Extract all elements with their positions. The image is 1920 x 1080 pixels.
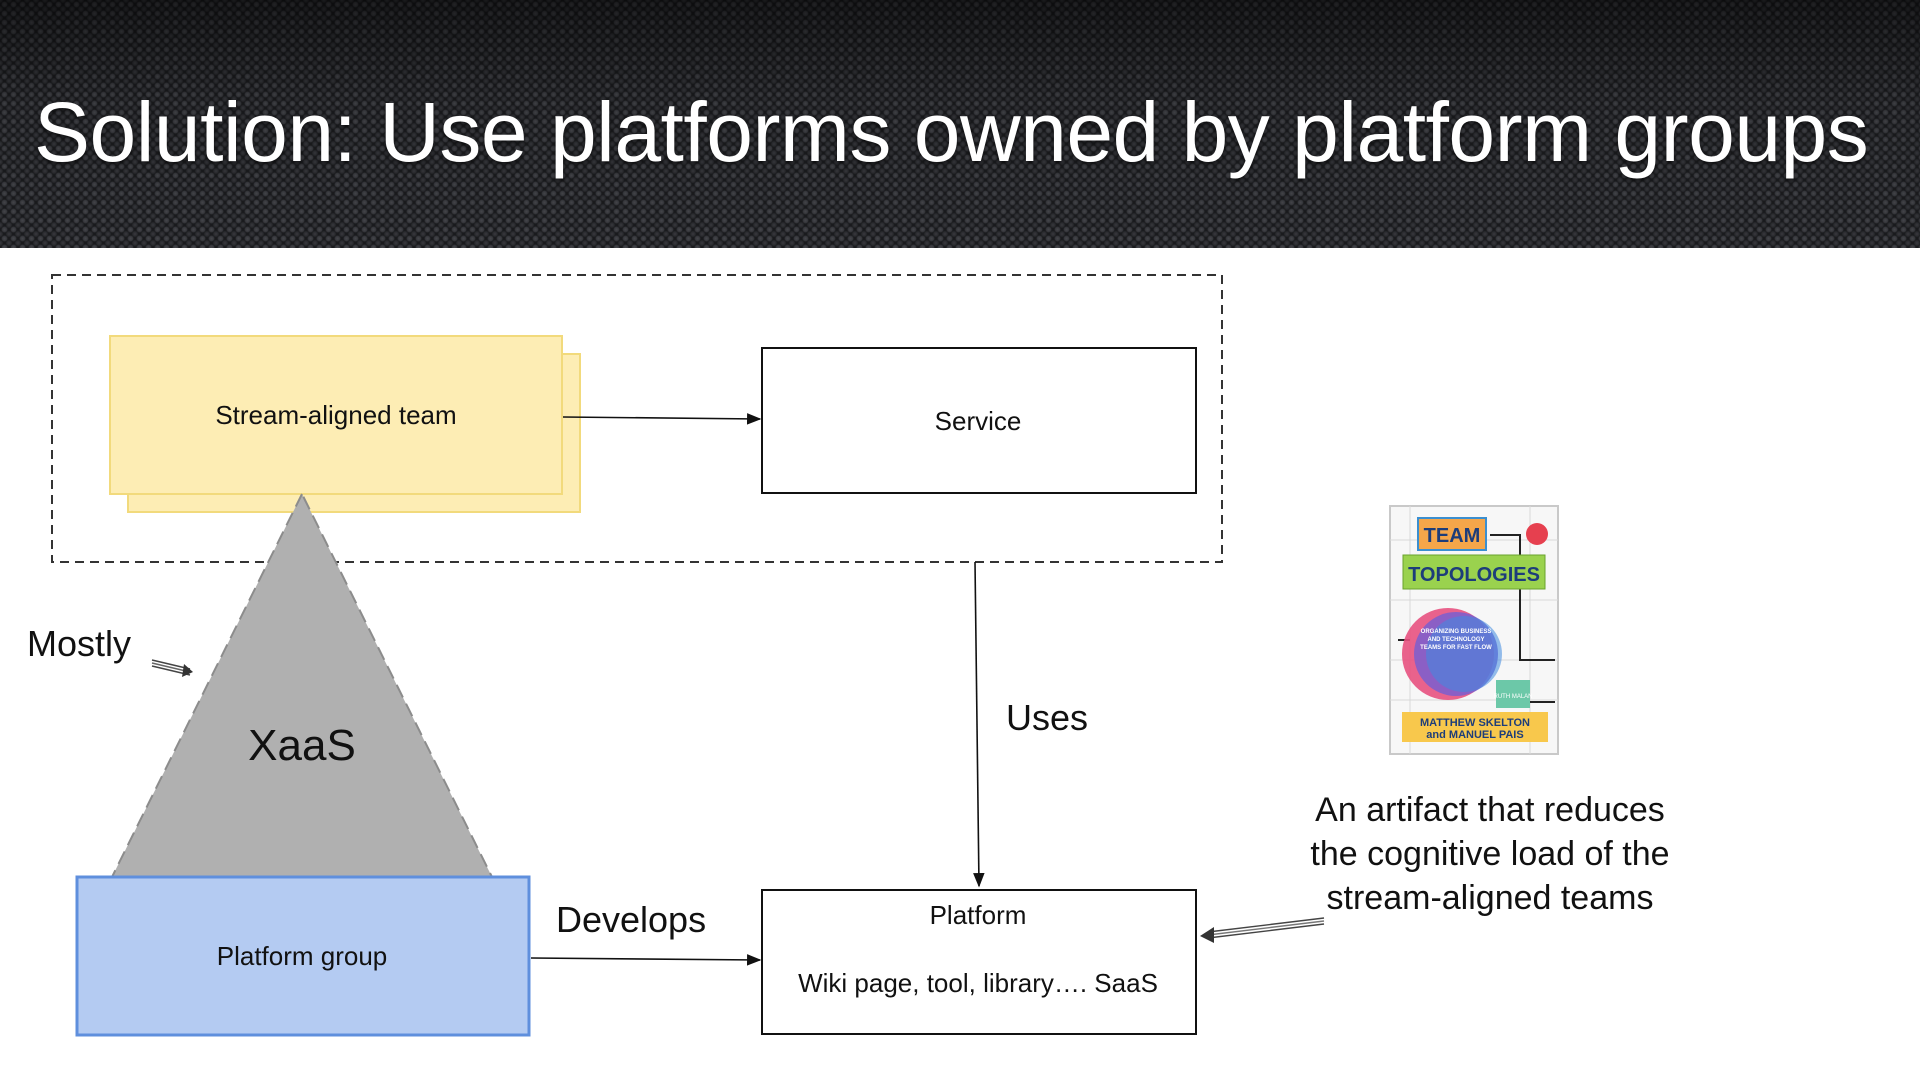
book-circle-text: ORGANIZING BUSINESS AND TECHNOLOGY TEAMS…	[1420, 629, 1492, 651]
book-circle-text-box: ORGANIZING BUSINESS AND TECHNOLOGY TEAMS…	[1420, 629, 1492, 651]
book-circle-blue	[1426, 616, 1502, 692]
book-team-tag	[1417, 517, 1487, 551]
book-authors-line2: and MANUEL PAIS	[1426, 729, 1523, 741]
xaas-label: XaaS	[248, 721, 356, 770]
platform-subtitle: Wiki page, tool, library…. SaaS	[798, 968, 1158, 998]
develops-arrow	[530, 954, 762, 966]
book-authors-line1: MATTHEW SKELTON	[1420, 717, 1530, 729]
develops-label: Develops	[556, 899, 706, 940]
uses-label: Uses	[1006, 697, 1088, 738]
book-foreword: RUTH MALAN	[1493, 694, 1532, 700]
book-author-band	[1402, 712, 1548, 742]
platform-group-box	[75, 875, 531, 1037]
mostly-label: Mostly	[27, 623, 131, 664]
xaas-triangle	[110, 491, 494, 878]
platform-group-label: Platform group	[217, 941, 388, 971]
book-red-dot	[1526, 523, 1548, 545]
stream-aligned-team-box	[109, 335, 563, 495]
uses-arrow	[973, 561, 985, 888]
title-banner: Solution: Use platforms owned by platfor…	[0, 0, 1920, 248]
book-title-line1: TEAM	[1424, 525, 1481, 547]
artifact-pointer	[1200, 917, 1325, 943]
platform-title: Platform	[930, 900, 1027, 930]
mostly-pointer	[151, 659, 193, 677]
service-label: Service	[935, 406, 1022, 436]
artifact-caption: An artifact that reduces the cognitive l…	[1310, 791, 1670, 917]
team-boundary	[51, 274, 1223, 563]
stream-aligned-team-label: Stream-aligned team	[215, 400, 456, 430]
book-topologies-tag	[1402, 554, 1546, 590]
book-foreword-tag	[1496, 680, 1530, 708]
slide-title: Solution: Use platforms owned by platfor…	[34, 85, 1869, 179]
service-box	[761, 347, 1197, 494]
book-title-line2: TOPOLOGIES	[1408, 564, 1540, 586]
team-topologies-book: TEAM TOPOLOGIES ORGANIZING BUSINESS AND …	[1389, 505, 1559, 755]
platform-box	[761, 889, 1197, 1035]
team-to-service-arrow	[562, 413, 762, 425]
banner-shade	[0, 0, 1920, 248]
